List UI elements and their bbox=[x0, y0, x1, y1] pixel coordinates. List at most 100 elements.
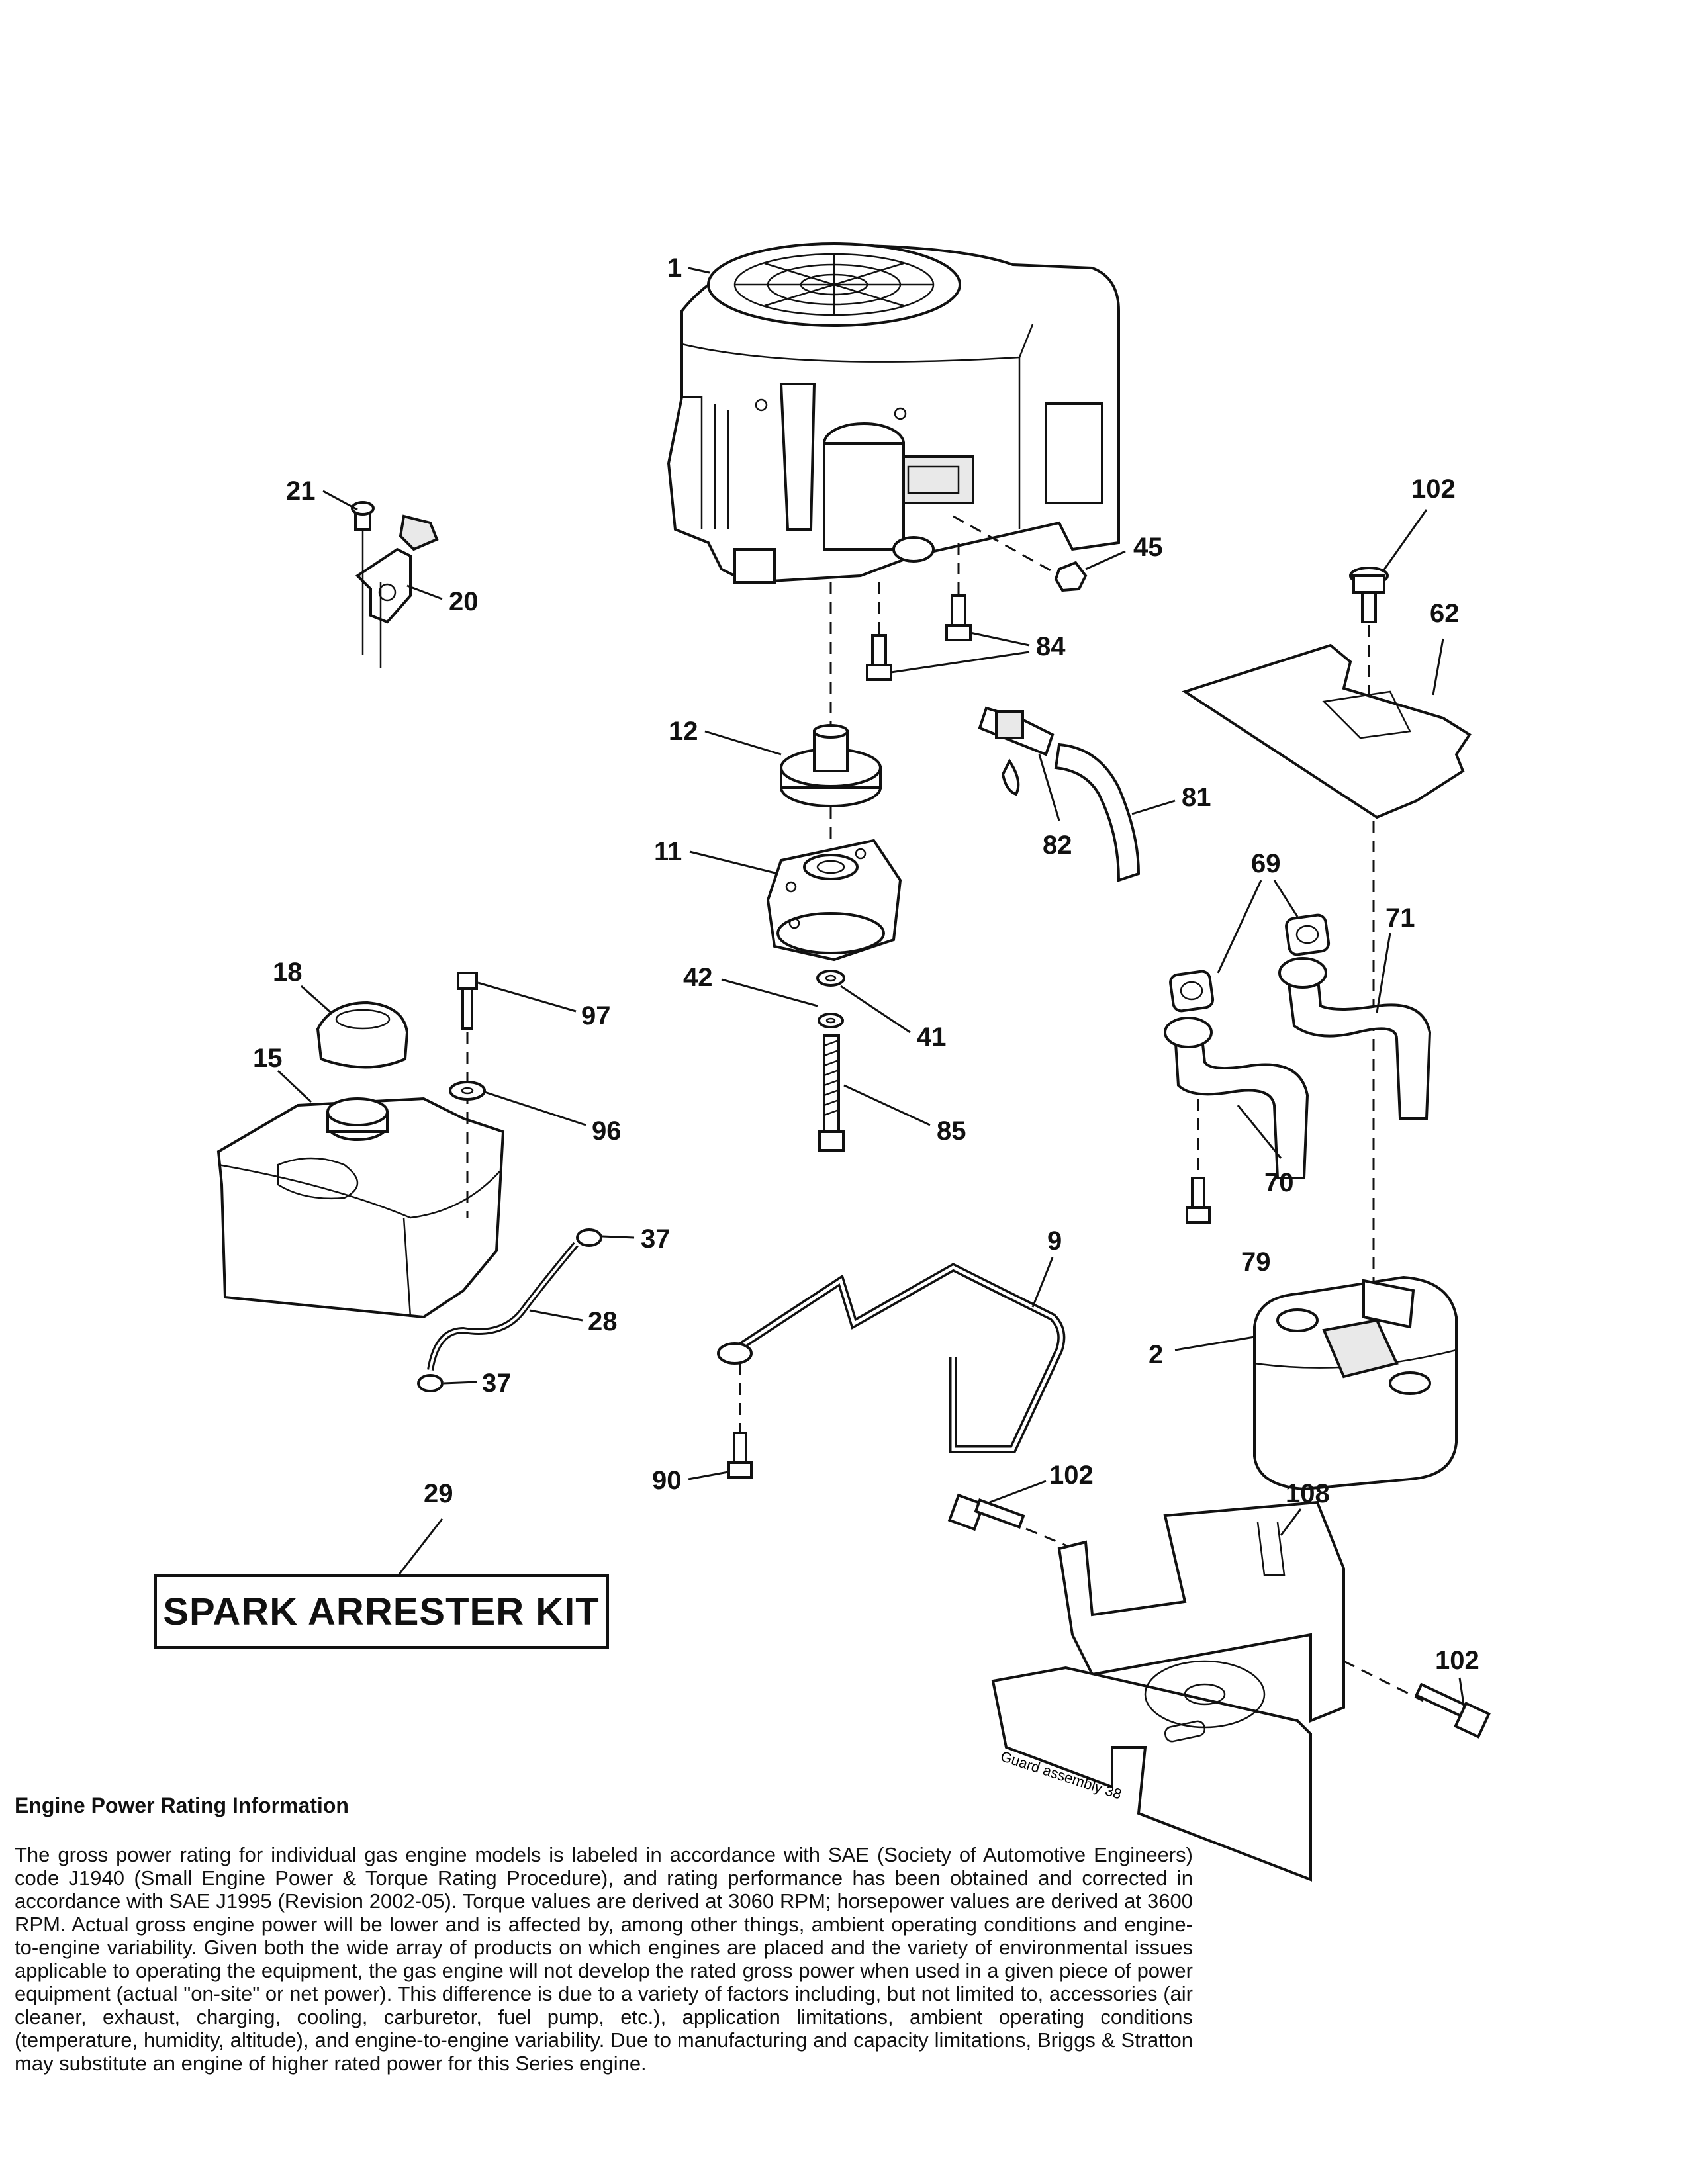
leader-1 bbox=[688, 267, 710, 274]
leader-69b bbox=[1273, 880, 1299, 917]
callout-2: 2 bbox=[1149, 1340, 1163, 1369]
fuel-tank-15 bbox=[216, 1097, 505, 1319]
clamp-37-bottom bbox=[417, 1374, 444, 1392]
callout-1: 1 bbox=[667, 253, 682, 283]
washers-41-42 bbox=[816, 970, 845, 1028]
guard-108: Guard assembly 38 bbox=[991, 1500, 1345, 1882]
bolt-84 bbox=[866, 543, 972, 681]
callout-12: 12 bbox=[669, 717, 698, 746]
leader-84b bbox=[970, 631, 1030, 647]
callout-29: 29 bbox=[424, 1479, 453, 1508]
callout-70: 70 bbox=[1264, 1168, 1294, 1197]
leader-102c bbox=[1458, 1677, 1466, 1709]
fuel-cap-18 bbox=[316, 1001, 409, 1069]
leader-45 bbox=[1085, 550, 1126, 570]
leader-108 bbox=[1280, 1508, 1302, 1536]
engine bbox=[667, 242, 1120, 584]
fuel-valve-82 bbox=[978, 706, 1055, 796]
leader-12 bbox=[704, 730, 782, 756]
callout-81: 81 bbox=[1182, 783, 1211, 812]
callout-20: 20 bbox=[449, 587, 479, 616]
callout-102b: 102 bbox=[1049, 1461, 1094, 1490]
leader-20 bbox=[406, 584, 443, 600]
callout-42: 42 bbox=[683, 963, 713, 992]
leader-9 bbox=[1031, 1257, 1054, 1308]
leader-11 bbox=[689, 850, 778, 875]
callout-82: 82 bbox=[1043, 831, 1072, 860]
bolt-79 bbox=[1186, 1099, 1211, 1224]
callout-9: 9 bbox=[1047, 1226, 1062, 1255]
callout-71: 71 bbox=[1385, 903, 1415, 933]
callout-97: 97 bbox=[581, 1001, 611, 1030]
leader-70 bbox=[1237, 1105, 1282, 1159]
leader-85 bbox=[843, 1084, 931, 1126]
clutch-11 bbox=[766, 839, 902, 962]
exhaust-pipe-71 bbox=[1278, 957, 1432, 1120]
leader-18 bbox=[301, 985, 332, 1014]
bolt-102-left bbox=[947, 1493, 1066, 1547]
fuel-hose-81 bbox=[1054, 743, 1141, 882]
callout-15: 15 bbox=[253, 1044, 283, 1073]
callout-41: 41 bbox=[917, 1023, 947, 1052]
screw-97 bbox=[457, 972, 478, 1218]
leader-81 bbox=[1131, 799, 1176, 815]
callout-62: 62 bbox=[1430, 599, 1460, 628]
spark-arrester-label: SPARK ARRESTER KIT bbox=[163, 1590, 600, 1633]
washer-96 bbox=[449, 1081, 486, 1101]
leader-97 bbox=[477, 981, 577, 1013]
nut-45 bbox=[953, 515, 1088, 592]
leader-28 bbox=[529, 1309, 583, 1322]
callout-21: 21 bbox=[286, 477, 316, 506]
callout-102c: 102 bbox=[1435, 1646, 1479, 1675]
callout-90: 90 bbox=[652, 1466, 682, 1495]
muffler-2 bbox=[1253, 1275, 1458, 1491]
leader-69a bbox=[1217, 880, 1262, 974]
engine-power-rating-section: Engine Power Rating Information The gros… bbox=[15, 1794, 1193, 2075]
leader-21 bbox=[322, 490, 358, 511]
callout-85: 85 bbox=[937, 1116, 966, 1146]
gasket-69 bbox=[1169, 913, 1331, 1013]
spark-arrester-kit-box: SPARK ARRESTER KIT bbox=[154, 1574, 609, 1649]
heat-shield-62 bbox=[1182, 643, 1472, 819]
callout-108: 108 bbox=[1286, 1479, 1330, 1508]
leader-71 bbox=[1376, 933, 1391, 1013]
throttle-control-20 bbox=[351, 501, 439, 668]
callout-79: 79 bbox=[1241, 1248, 1271, 1277]
leader-41 bbox=[840, 985, 911, 1034]
leader-62 bbox=[1432, 638, 1444, 696]
leader-37a bbox=[602, 1235, 635, 1239]
callout-69: 69 bbox=[1251, 849, 1281, 878]
leader-2 bbox=[1174, 1336, 1255, 1351]
bolt-102-top bbox=[1349, 567, 1389, 708]
section-body: The gross power rating for individual ga… bbox=[15, 1843, 1193, 2075]
section-title: Engine Power Rating Information bbox=[15, 1794, 349, 1817]
callout-11: 11 bbox=[654, 837, 682, 866]
bolt-90 bbox=[727, 1363, 753, 1479]
callout-96: 96 bbox=[592, 1116, 622, 1146]
callout-37b: 37 bbox=[482, 1369, 512, 1398]
clamp-37-top bbox=[576, 1228, 602, 1247]
leader-96 bbox=[484, 1091, 586, 1126]
leader-102b bbox=[989, 1480, 1047, 1504]
fuel-line-28 bbox=[427, 1242, 579, 1371]
rod-9 bbox=[717, 1263, 1066, 1453]
callout-28: 28 bbox=[588, 1307, 618, 1336]
pulley-12 bbox=[780, 724, 882, 807]
leader-37b bbox=[443, 1381, 477, 1385]
callout-84: 84 bbox=[1036, 632, 1066, 661]
leader-42 bbox=[721, 978, 818, 1007]
exhaust-pipe-70 bbox=[1164, 1017, 1309, 1179]
leader-90 bbox=[688, 1471, 729, 1480]
callout-37a: 37 bbox=[641, 1224, 671, 1253]
leader-102a bbox=[1382, 509, 1428, 571]
bolt-102-right bbox=[1343, 1660, 1491, 1739]
leader-82 bbox=[1038, 754, 1060, 821]
leader-15 bbox=[277, 1069, 312, 1103]
leader-84a bbox=[890, 651, 1030, 674]
callout-45: 45 bbox=[1133, 533, 1163, 562]
bolt-85 bbox=[818, 1034, 845, 1152]
leader-29 bbox=[397, 1518, 444, 1576]
callout-102a: 102 bbox=[1411, 475, 1456, 504]
callout-18: 18 bbox=[273, 958, 303, 987]
